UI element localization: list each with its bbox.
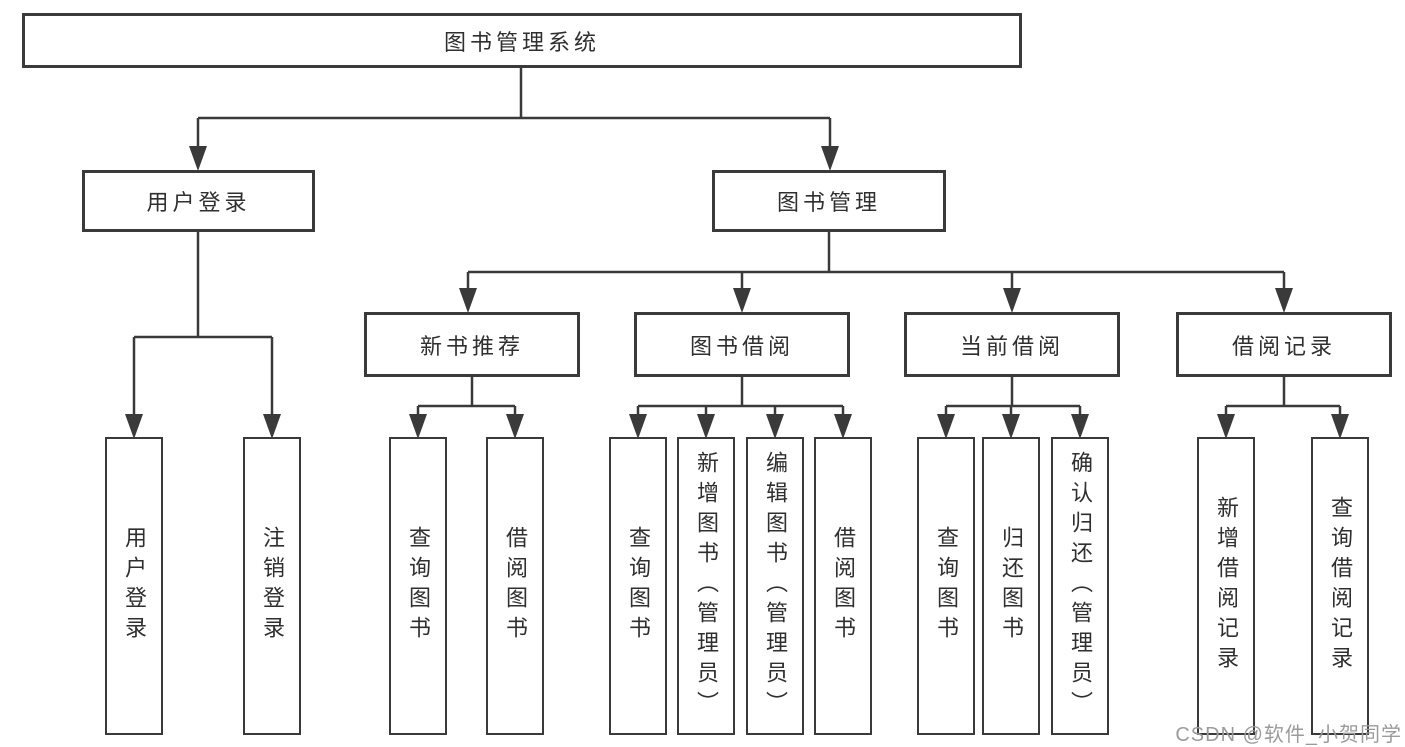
node-label: 用户登录 (122, 526, 147, 646)
node-label: 图书管理系统 (443, 29, 600, 55)
connector-new-book-branch (416, 377, 517, 415)
node-label: 图书借阅 (689, 333, 794, 359)
node-label: 查询图书 (626, 526, 651, 646)
connector-user-login-branch (132, 232, 274, 415)
leaf-query-books-current: 查询图书 (917, 437, 975, 735)
node-user-login: 用户登录 (82, 170, 315, 232)
leaf-confirm-return-admin: 确认归还（管理员） (1051, 437, 1109, 735)
leaf-borrow-books-recommend: 借阅图书 (486, 437, 544, 735)
node-label: 查询图书 (406, 526, 431, 646)
node-label: 注销登录 (260, 526, 285, 646)
node-book-borrow: 图书借阅 (634, 312, 850, 377)
leaf-add-book-admin: 新增图书（管理员） (677, 437, 735, 735)
node-current-borrow: 当前借阅 (904, 312, 1120, 377)
leaf-query-books-borrow: 查询图书 (609, 437, 667, 735)
connector-current-borrow-branch (944, 377, 1082, 415)
node-label: 借阅记录 (1231, 333, 1336, 359)
node-borrow-records: 借阅记录 (1176, 312, 1392, 377)
leaf-logout: 注销登录 (243, 437, 301, 735)
node-label: 查询图书 (934, 526, 959, 646)
leaf-user-login: 用户登录 (105, 437, 163, 735)
leaf-borrow-books: 借阅图书 (814, 437, 872, 735)
connector-borrow-records-branch (1224, 377, 1342, 415)
leaf-edit-book-admin: 编辑图书（管理员） (746, 437, 804, 735)
connector-book-management-branch (466, 232, 1286, 290)
leaf-return-book: 归还图书 (982, 437, 1040, 735)
leaf-query-books-recommend: 查询图书 (389, 437, 447, 735)
node-label: 确认归还（管理员） (1068, 451, 1093, 721)
node-label: 归还图书 (999, 526, 1024, 646)
node-label: 新书推荐 (419, 333, 524, 359)
node-label: 图书管理 (776, 190, 881, 215)
node-label: 借阅图书 (831, 526, 856, 646)
csdn-watermark: CSDN @软件_小贺同学 (1175, 724, 1402, 746)
node-label: 借阅图书 (503, 526, 528, 646)
node-library-management-system: 图书管理系统 (22, 13, 1022, 68)
node-label: 查询借阅记录 (1328, 496, 1353, 676)
leaf-query-borrow-record: 查询借阅记录 (1311, 437, 1369, 735)
node-book-management: 图书管理 (712, 170, 946, 232)
leaf-add-borrow-record: 新增借阅记录 (1197, 437, 1255, 735)
node-label: 编辑图书（管理员） (763, 451, 788, 721)
connector-book-borrow-branch (636, 377, 845, 415)
arrowhead-icons (125, 146, 1349, 439)
node-label: 新增图书（管理员） (694, 451, 719, 721)
node-new-book-recommend: 新书推荐 (364, 312, 580, 377)
node-label: 当前借阅 (959, 333, 1064, 359)
node-label: 用户登录 (146, 190, 251, 215)
connector-root-branch (196, 68, 832, 148)
node-label: 新增借阅记录 (1214, 496, 1239, 676)
